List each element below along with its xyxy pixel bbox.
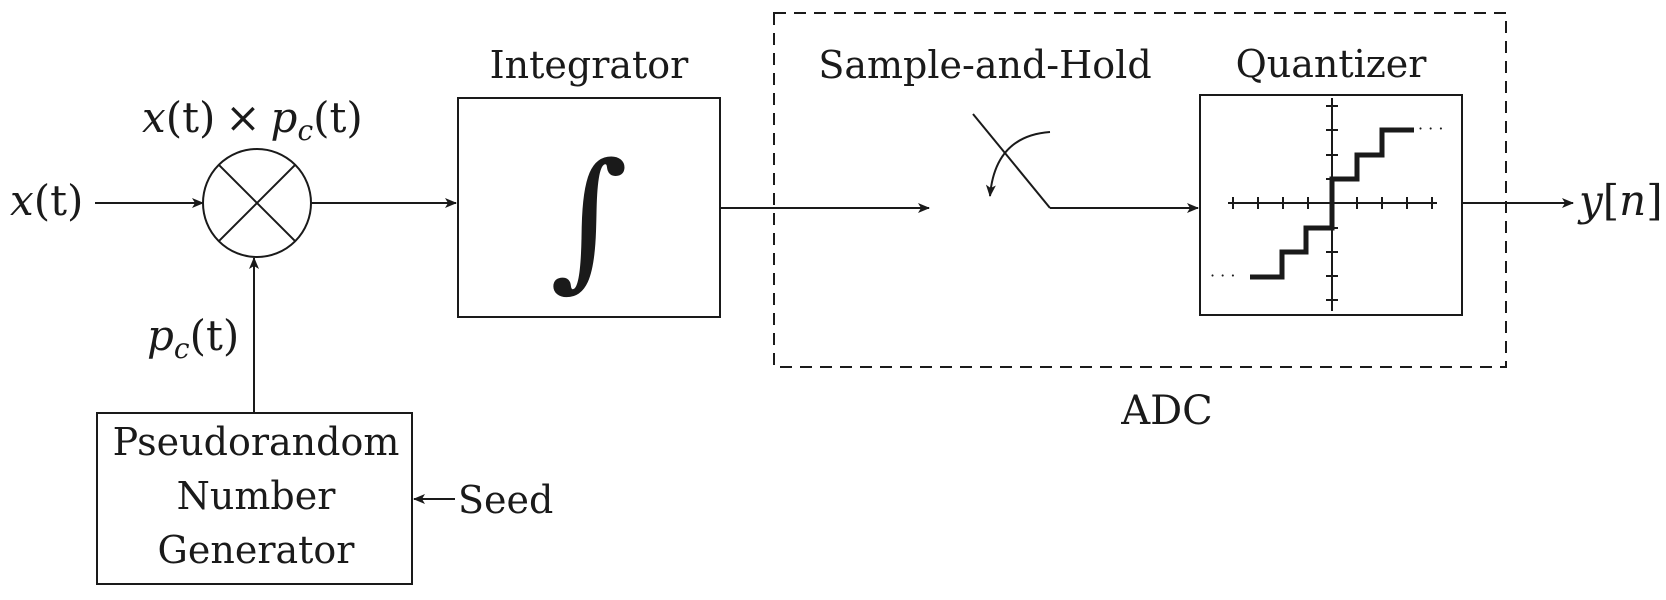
adc-label: ADC [1120, 388, 1213, 434]
integrator-title: Integrator [490, 43, 690, 87]
integrator-box [457, 97, 721, 318]
prn-output-label: pc(t) [147, 311, 239, 365]
output-label: y[n] [1577, 176, 1663, 225]
quantizer-ellipsis-right: · · · [1418, 119, 1443, 138]
prng-line1: Pseudorandom [113, 420, 400, 464]
switch-rotation-arrow [985, 131, 1051, 197]
mixer-label: x(t)×pc(t) [142, 93, 363, 147]
integral-symbol: ∫ [550, 132, 628, 306]
quantizer-staircase-graph: · · · · · · [1210, 98, 1443, 311]
adc-boundary [773, 12, 1507, 368]
prng-box [96, 412, 413, 585]
sample-hold-title: Sample-and-Hold [818, 43, 1151, 87]
prng-line3: Generator [158, 528, 356, 572]
sample-hold-switch [972, 113, 1199, 213]
quantizer-title: Quantizer [1236, 42, 1428, 86]
input-label: x(t) [10, 176, 83, 225]
seed-label: Seed [458, 478, 553, 522]
quantizer-ellipsis-left: · · · [1210, 266, 1235, 285]
multiplier-node [202, 148, 312, 258]
prng-line2: Number [177, 474, 337, 518]
